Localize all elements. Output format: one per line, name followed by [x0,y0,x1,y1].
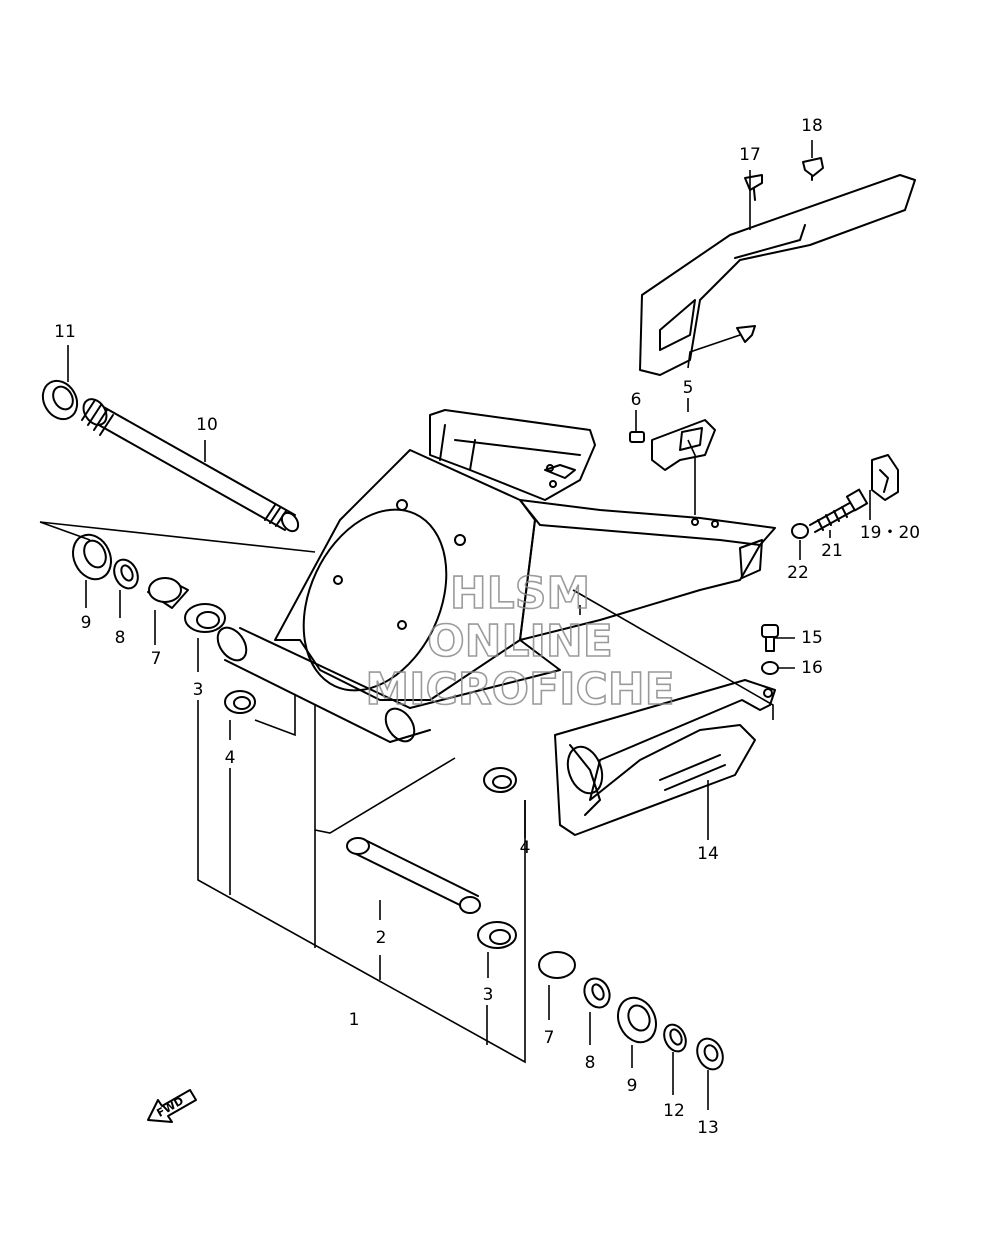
right-pivot-hardware [346,767,724,1071]
callout-8b: 8 [585,1053,596,1073]
callout-18: 18 [801,116,823,136]
left-pivot-hardware [72,533,256,714]
callout-9a: 9 [81,613,92,633]
fwd-arrow-icon [147,1089,197,1123]
callout-5: 5 [683,378,694,398]
callout-4b: 4 [520,838,531,858]
callout-2: 2 [376,928,387,948]
callout-labels: 1 2 3 3 4 4 5 6 7 7 8 8 9 9 10 11 12 13 … [54,116,920,1138]
callout-3a: 3 [193,680,204,700]
fwd-label: FWD [155,1094,186,1120]
callout-6: 6 [631,390,642,410]
slider-bolt-nut [761,624,779,675]
callout-12: 12 [663,1101,685,1121]
chain-case [639,167,916,376]
chain-case-bracket [629,419,716,471]
watermark-line2: ONLINE [427,616,613,667]
watermark-line1: HLSM [450,568,590,619]
callout-7b: 7 [544,1028,555,1048]
pivot-axle-bolt [81,398,300,533]
callout-11: 11 [54,322,76,342]
callout-19-20: 19・20 [860,523,920,543]
callout-4a: 4 [225,748,236,768]
swingarm-body [216,409,776,743]
callout-17: 17 [739,145,761,165]
callout-14: 14 [697,844,719,864]
callout-15: 15 [801,628,823,648]
fwd-arrow: FWD [147,1089,197,1123]
callout-13: 13 [697,1118,719,1138]
leader-lines [39,140,871,1110]
callout-1: 1 [349,1010,360,1030]
callout-9b: 9 [627,1076,638,1096]
callout-22: 22 [787,563,809,583]
chain-slider [554,679,776,836]
callout-16: 16 [801,658,823,678]
watermark: HLSM ONLINE MICROFICHE [365,567,676,716]
watermark-line3: MICROFICHE [365,664,674,715]
axle-nut [41,379,79,421]
callout-8a: 8 [115,628,126,648]
callout-7a: 7 [151,649,162,669]
chain-adjuster [791,454,899,539]
callout-21: 21 [821,541,843,561]
callout-3b: 3 [483,985,494,1005]
callout-10: 10 [196,415,218,435]
